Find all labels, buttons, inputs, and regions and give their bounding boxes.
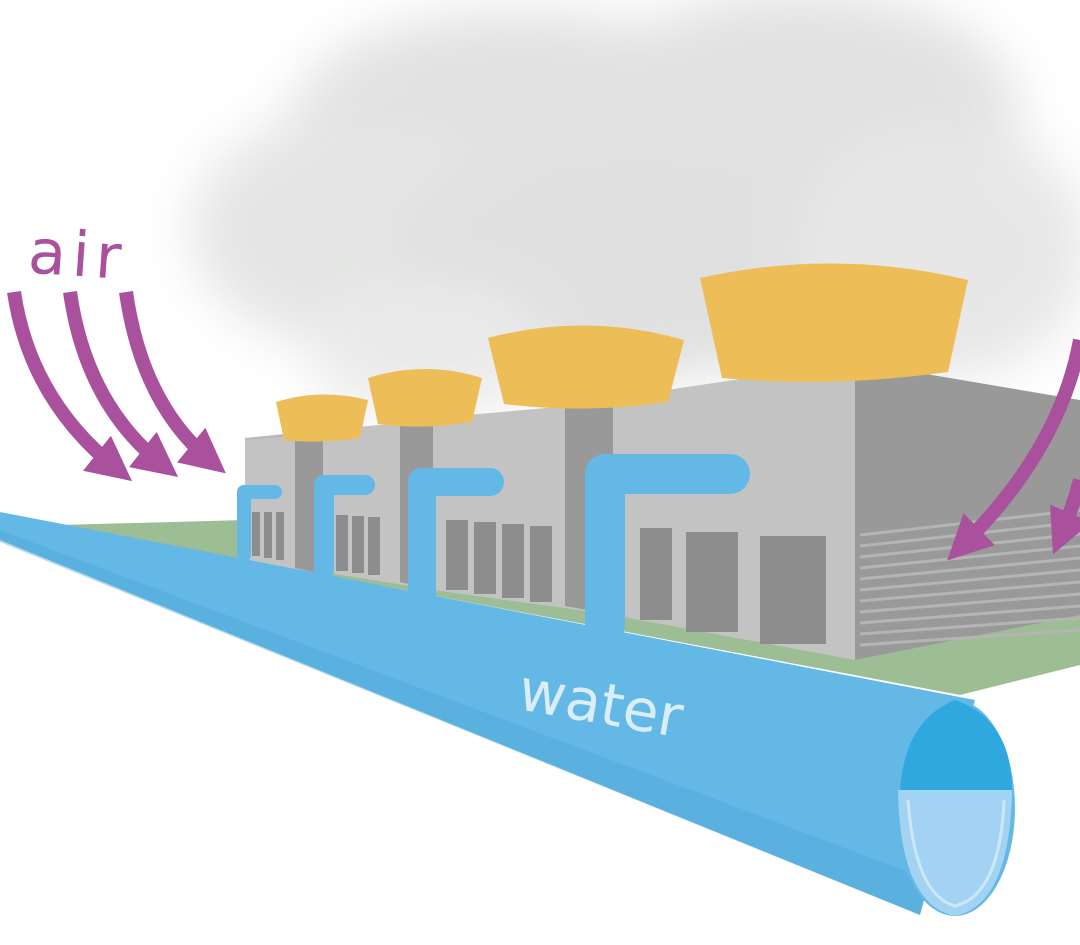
curved-arrow-icon (7, 290, 226, 482)
water-risers (237, 454, 750, 645)
louver-panels (252, 512, 826, 644)
air-label: air (26, 214, 130, 294)
side-louvres (859, 508, 1080, 647)
curved-arrow-icon-right (947, 338, 1080, 561)
cooling-fan-stack-icon (276, 263, 968, 442)
water-pipe (0, 512, 1015, 916)
